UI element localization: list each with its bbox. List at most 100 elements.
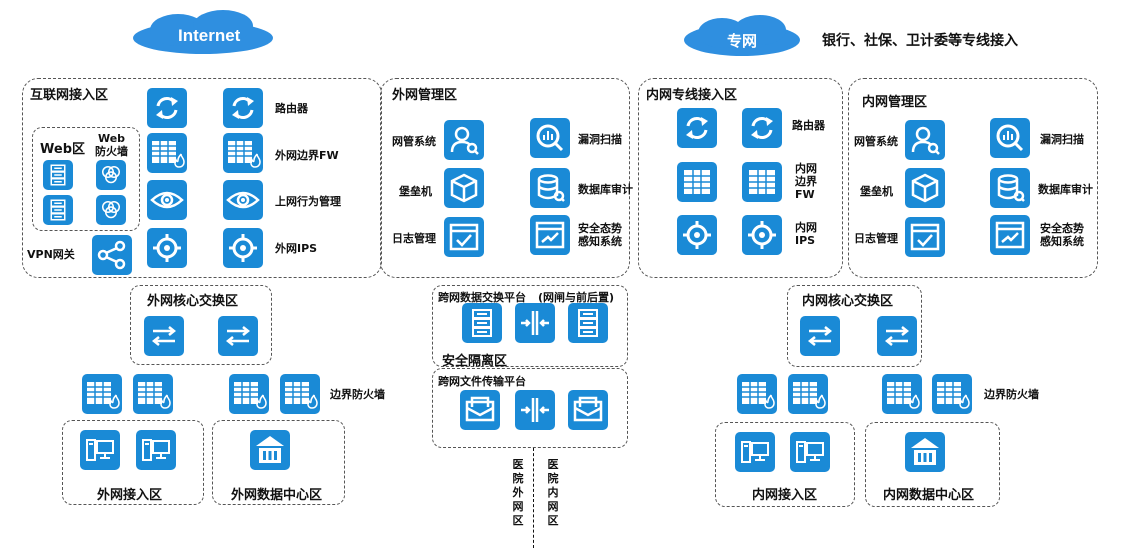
outer-core-zone <box>130 285 272 365</box>
scan-icon <box>990 118 1030 158</box>
router-icon <box>147 88 187 128</box>
waf-icon <box>96 195 126 225</box>
vuln-label: 漏洞扫描 <box>578 133 622 146</box>
share-icon <box>92 235 132 275</box>
behavior-label: 上网行为管理 <box>275 195 341 208</box>
switch-icon <box>800 316 840 356</box>
outer-management-zone-title: 外网管理区 <box>392 88 458 103</box>
border-fw-right-label: 边界防火墙 <box>984 388 1039 401</box>
web-fw-title: Web 防火墙 <box>95 132 128 158</box>
web-zone-title: Web区 <box>40 142 85 157</box>
firewall-icon <box>147 133 187 173</box>
server-icon <box>568 303 608 343</box>
outer-core-zone-title: 外网核心交换区 <box>147 294 239 309</box>
box-icon <box>905 168 945 208</box>
exchange-platform-note: (网闸与前后置) <box>538 291 615 304</box>
eye-icon <box>147 180 187 220</box>
user-search-icon <box>444 120 484 160</box>
network-divider <box>533 448 534 548</box>
box-icon <box>444 168 484 208</box>
vuln2-label: 漏洞扫描 <box>1040 133 1084 146</box>
target-icon <box>223 228 263 268</box>
inner-management-zone <box>848 78 1098 278</box>
border-fw-left-label: 边界防火墙 <box>330 388 385 401</box>
internet-access-zone-title: 互联网接入区 <box>30 88 109 103</box>
exchange-platform-zone <box>432 285 628 367</box>
gap-icon <box>515 390 555 430</box>
internet-access-zone <box>22 78 382 278</box>
check-window-icon <box>444 217 484 257</box>
target-icon <box>147 228 187 268</box>
internet-label: Internet <box>178 26 241 45</box>
outer-dc-zone <box>212 420 345 505</box>
private-network-note: 银行、社保、卫计委等专线接入 <box>822 33 1018 49</box>
file-platform-zone <box>432 368 628 448</box>
firewall-icon <box>882 374 922 414</box>
database-icon <box>990 168 1030 208</box>
private-access-zone <box>638 78 843 278</box>
isolation-zone-title: 安全隔离区 <box>442 354 508 369</box>
mail-icon <box>568 390 608 430</box>
check-window-icon <box>905 217 945 257</box>
outer-client-zone-title: 外网接入区 <box>97 488 163 503</box>
datacenter-icon <box>905 432 945 472</box>
inner-ips-label: 内网 IPS <box>795 221 817 247</box>
waf-icon <box>96 160 126 190</box>
private-access-zone-title: 内网专线接入区 <box>646 88 738 103</box>
firewall-icon <box>932 374 972 414</box>
exchange-platform-title: 跨网数据交换平台 <box>438 291 526 304</box>
switch-icon <box>218 316 258 356</box>
outer-dc-zone-title: 外网数据中心区 <box>231 488 323 503</box>
router-label: 路由器 <box>275 102 308 115</box>
inner-client-zone <box>715 422 855 507</box>
firewall-icon <box>280 374 320 414</box>
bastion2-label: 堡垒机 <box>860 185 893 198</box>
pc-icon <box>790 432 830 472</box>
outer-ips-label: 外网IPS <box>275 242 318 255</box>
server-icon <box>43 195 73 225</box>
inner-dc-zone-title: 内网数据中心区 <box>883 488 975 503</box>
firewall-icon <box>677 162 717 202</box>
mail-icon <box>460 390 500 430</box>
hospital-outer-label: 医院外网区 <box>512 458 524 527</box>
log2-label: 日志管理 <box>854 232 898 245</box>
db-audit2-label: 数据库审计 <box>1038 183 1093 196</box>
bastion-label: 堡垒机 <box>399 185 432 198</box>
vpn-label: VPN网关 <box>27 248 75 261</box>
firewall-icon <box>82 374 122 414</box>
target-icon <box>742 215 782 255</box>
server-icon <box>43 160 73 190</box>
router-icon <box>742 108 782 148</box>
switch-icon <box>144 316 184 356</box>
firewall-icon <box>229 374 269 414</box>
log-label: 日志管理 <box>392 232 436 245</box>
database-icon <box>530 168 570 208</box>
router-icon <box>223 88 263 128</box>
inner-fw-label: 内网 边界 FW <box>795 162 817 201</box>
firewall-icon <box>742 162 782 202</box>
firewall-icon <box>737 374 777 414</box>
target-icon <box>677 215 717 255</box>
eye-icon <box>223 180 263 220</box>
switch-icon <box>877 316 917 356</box>
pc-icon <box>136 430 176 470</box>
datacenter-icon <box>250 430 290 470</box>
firewall-icon <box>133 374 173 414</box>
pc-icon <box>735 432 775 472</box>
situation2-label: 安全态势 感知系统 <box>1040 222 1084 248</box>
file-platform-title: 跨网文件传输平台 <box>438 375 526 388</box>
server-icon <box>462 303 502 343</box>
trend-window-icon <box>530 215 570 255</box>
router-icon <box>677 108 717 148</box>
private-network-cloud-icon <box>684 15 800 56</box>
nms-label: 网管系统 <box>392 135 436 148</box>
pc-icon <box>80 430 120 470</box>
firewall-icon <box>788 374 828 414</box>
scan-icon <box>530 118 570 158</box>
inner-core-zone-title: 内网核心交换区 <box>802 294 894 309</box>
internet-cloud-icon <box>133 10 273 54</box>
web-zone <box>32 127 140 231</box>
private-network-label: 专网 <box>727 33 758 50</box>
outer-client-zone <box>62 420 204 505</box>
inner-management-zone-title: 内网管理区 <box>862 95 928 110</box>
